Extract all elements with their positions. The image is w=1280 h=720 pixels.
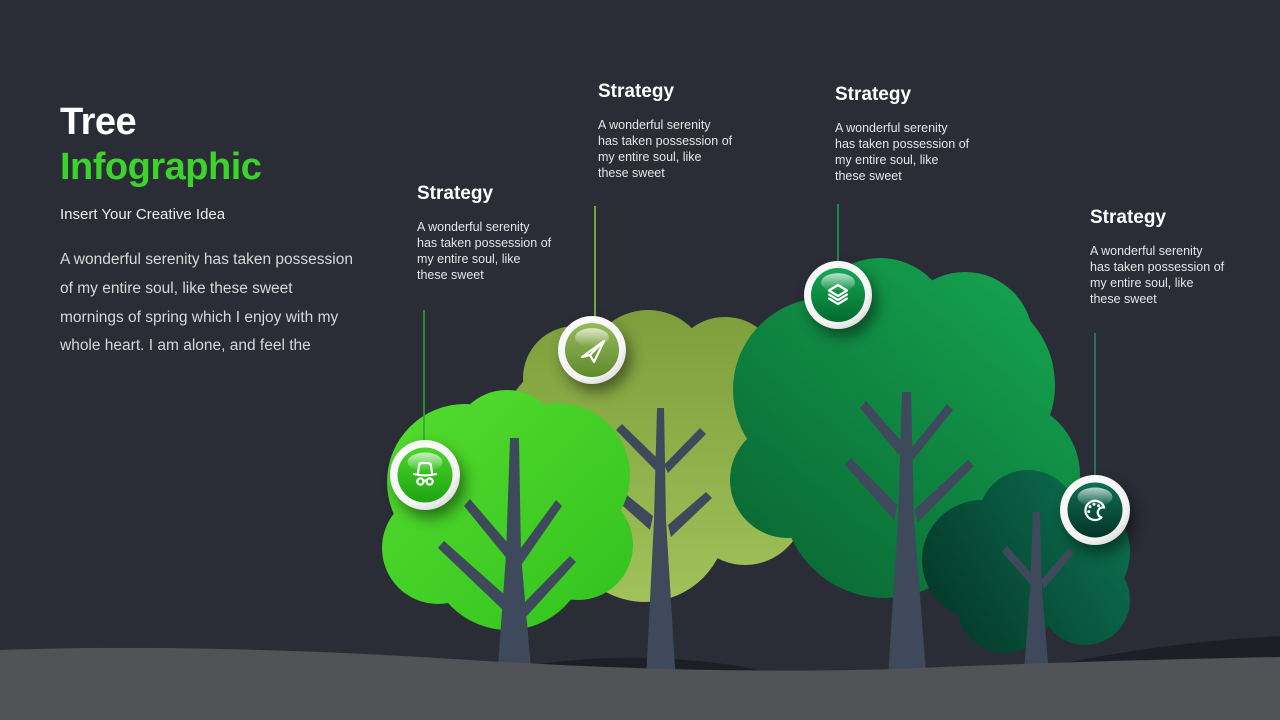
strategy-3-heading: Strategy bbox=[835, 84, 912, 105]
palette-icon bbox=[1084, 499, 1106, 522]
strategy-1-body: A wonderful serenity has taken possessio… bbox=[417, 220, 552, 282]
ground bbox=[0, 647, 1280, 720]
strategy-4-heading: Strategy bbox=[1090, 207, 1167, 228]
tree-bright-trunk bbox=[438, 438, 576, 680]
page-title: Tree Infographic bbox=[60, 100, 262, 190]
incognito-icon bbox=[412, 461, 438, 486]
intro-paragraph: A wonderful serenity has taken possessio… bbox=[60, 251, 353, 355]
page-title-line2: Infographic bbox=[60, 146, 262, 188]
tree-olive-trunk bbox=[596, 408, 712, 700]
layers-icon bbox=[827, 283, 849, 306]
paper-plane-icon bbox=[580, 339, 606, 364]
strategy-block-4: Strategy A wonderful serenity has taken … bbox=[1090, 207, 1260, 307]
strategy-block-2: Strategy A wonderful serenity has taken … bbox=[598, 81, 768, 181]
tree-teal-trunk bbox=[1002, 512, 1074, 700]
title-block: Tree Infographic bbox=[60, 100, 262, 190]
strategy-3-badge bbox=[804, 261, 872, 329]
strategy-block-1: Strategy A wonderful serenity has taken … bbox=[417, 183, 587, 283]
strategy-1-heading: Strategy bbox=[417, 183, 494, 204]
strategy-4-body: A wonderful serenity has taken possessio… bbox=[1090, 244, 1225, 306]
strategy-2-body: A wonderful serenity has taken possessio… bbox=[598, 118, 733, 180]
strategy-2-heading: Strategy bbox=[598, 81, 675, 102]
tree-emerald-trunk bbox=[845, 392, 974, 710]
strategy-4-badge bbox=[1060, 475, 1130, 545]
page-title-line1: Tree bbox=[60, 101, 137, 143]
strategy-2-badge bbox=[558, 316, 626, 384]
strategy-1-badge bbox=[390, 440, 460, 510]
strategy-block-3: Strategy A wonderful serenity has taken … bbox=[835, 84, 1005, 184]
tree-bright bbox=[382, 390, 633, 680]
subtitle: Insert Your Creative Idea bbox=[60, 206, 226, 223]
strategy-3-body: A wonderful serenity has taken possessio… bbox=[835, 121, 970, 183]
